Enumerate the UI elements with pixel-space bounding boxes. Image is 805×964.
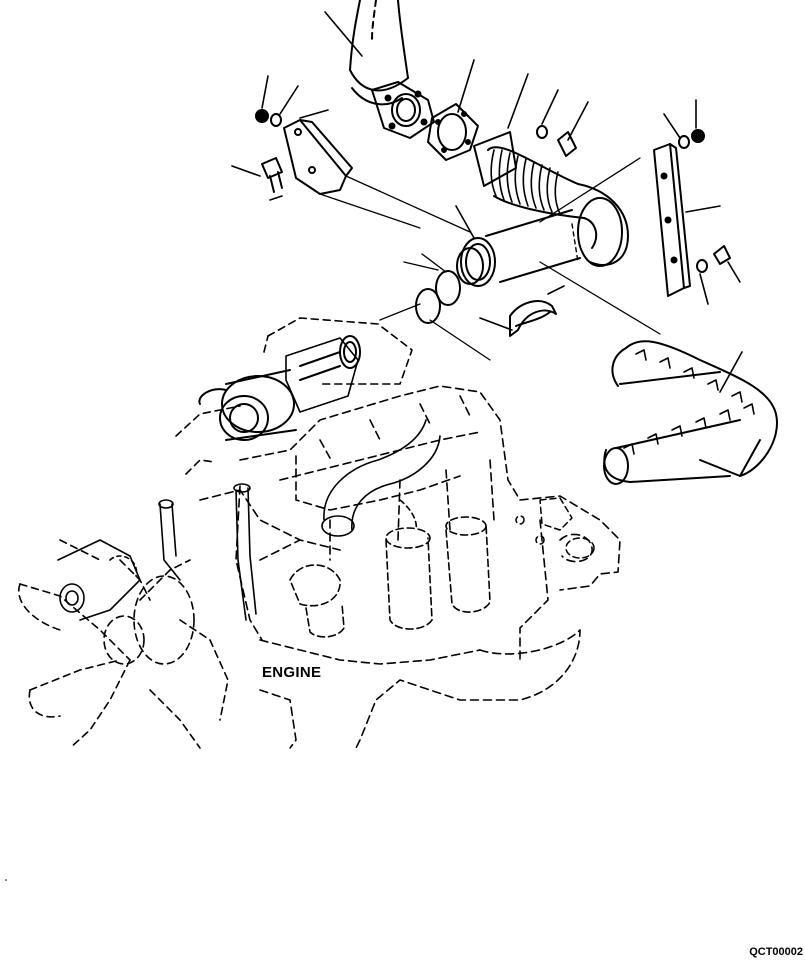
engine-block: [200, 386, 620, 748]
turbo-body: [199, 336, 360, 440]
leader-lines: [320, 158, 660, 360]
gasket: [428, 60, 478, 160]
pipe-end-rings: [456, 206, 495, 286]
elbow-pipe: [486, 184, 628, 282]
bracket-vertical: [654, 144, 720, 296]
intake-pipe-upper: [325, 0, 408, 104]
corrugated-hose: [474, 74, 584, 218]
engine-mount: [516, 498, 594, 558]
bracket-left: [284, 110, 352, 194]
elbow-flange: [372, 82, 434, 138]
hose-clamps: [404, 254, 460, 323]
muffler-heat-shield: [604, 341, 777, 484]
turbocharger: [176, 318, 412, 474]
cooling-fan: [19, 540, 228, 748]
fan-pulley: [58, 540, 140, 620]
fasteners: [232, 76, 740, 304]
oil-filters: [290, 517, 490, 637]
coolant-pipe: [159, 484, 256, 620]
u-bolt-clamp: [480, 286, 564, 336]
engine-label: ENGINE: [262, 664, 322, 681]
engine-intake-pipe: [322, 420, 440, 536]
figure-code: QCT00002: [749, 946, 803, 958]
